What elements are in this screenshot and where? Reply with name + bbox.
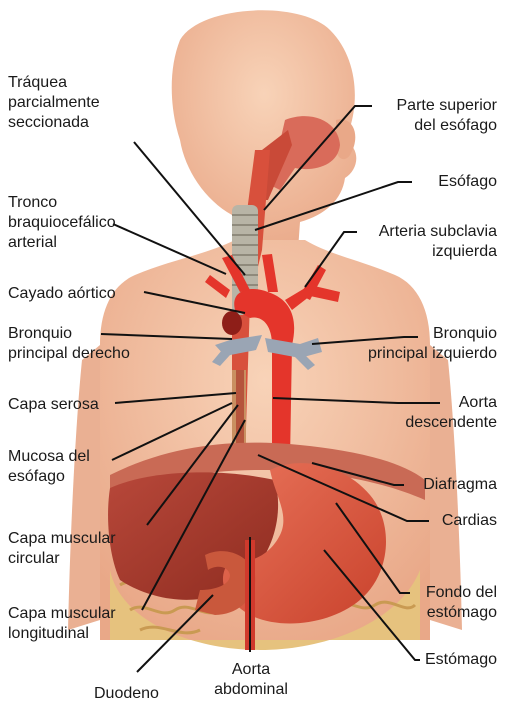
label-capa-circular: Capa muscular circular — [8, 529, 116, 569]
label-tronco-line3: arterial — [8, 233, 116, 253]
label-mucosa-line1: Mucosa del — [8, 447, 90, 467]
label-bronquio-derecho: Bronquio principal derecho — [8, 324, 130, 364]
label-capa-circular-line2: circular — [8, 549, 116, 569]
label-aorta-descendente: Aorta descendente — [380, 393, 497, 433]
label-aorta-abdominal-line1: Aorta — [196, 660, 306, 680]
label-cardias: Cardias — [400, 511, 497, 531]
label-fondo-estomago-line2: estómago — [380, 603, 497, 623]
label-mucosa: Mucosa del esófago — [8, 447, 90, 487]
label-diafragma: Diafragma — [380, 475, 497, 495]
label-fondo-estomago: Fondo del estómago — [380, 583, 497, 623]
label-arteria-subclavia: Arteria subclavia izquierda — [330, 222, 497, 262]
label-aorta-descendente-line1: Aorta — [380, 393, 497, 413]
label-capa-serosa: Capa serosa — [8, 395, 99, 415]
label-arteria-subclavia-line2: izquierda — [330, 242, 497, 262]
label-arteria-subclavia-line1: Arteria subclavia — [330, 222, 497, 242]
label-duodeno: Duodeno — [94, 684, 159, 704]
label-bronquio-izquierdo-line1: Bronquio — [320, 324, 497, 344]
label-traquea-line3: seccionada — [8, 113, 100, 133]
label-parte-superior-line2: del esófago — [330, 116, 497, 136]
label-bronquio-derecho-line1: Bronquio — [8, 324, 130, 344]
label-traquea: Tráquea parcialmente seccionada — [8, 73, 100, 133]
label-capa-longitudinal-line2: longitudinal — [8, 624, 116, 644]
label-bronquio-izquierdo-line2: principal izquierdo — [320, 344, 497, 364]
label-esofago: Esófago — [380, 172, 497, 192]
label-capa-longitudinal: Capa muscular longitudinal — [8, 604, 116, 644]
label-aorta-abdominal: Aorta abdominal — [196, 660, 306, 700]
label-aorta-abdominal-line2: abdominal — [196, 680, 306, 700]
label-traquea-line2: parcialmente — [8, 93, 100, 113]
label-estomago: Estómago — [380, 650, 497, 670]
label-tronco-line1: Tronco — [8, 193, 116, 213]
label-capa-longitudinal-line1: Capa muscular — [8, 604, 116, 624]
label-parte-superior-line1: Parte superior — [330, 96, 497, 116]
label-tronco: Tronco braquiocefálico arterial — [8, 193, 116, 253]
label-tronco-line2: braquiocefálico — [8, 213, 116, 233]
label-bronquio-derecho-line2: principal derecho — [8, 344, 130, 364]
label-aorta-descendente-line2: descendente — [380, 413, 497, 433]
left-arm — [68, 345, 100, 630]
label-cayado: Cayado aórtico — [8, 284, 116, 304]
label-parte-superior: Parte superior del esófago — [330, 96, 497, 136]
label-mucosa-line2: esófago — [8, 467, 90, 487]
label-bronquio-izquierdo: Bronquio principal izquierdo — [320, 324, 497, 364]
label-fondo-estomago-line1: Fondo del — [380, 583, 497, 603]
label-capa-circular-line1: Capa muscular — [8, 529, 116, 549]
label-traquea-line1: Tráquea — [8, 73, 100, 93]
